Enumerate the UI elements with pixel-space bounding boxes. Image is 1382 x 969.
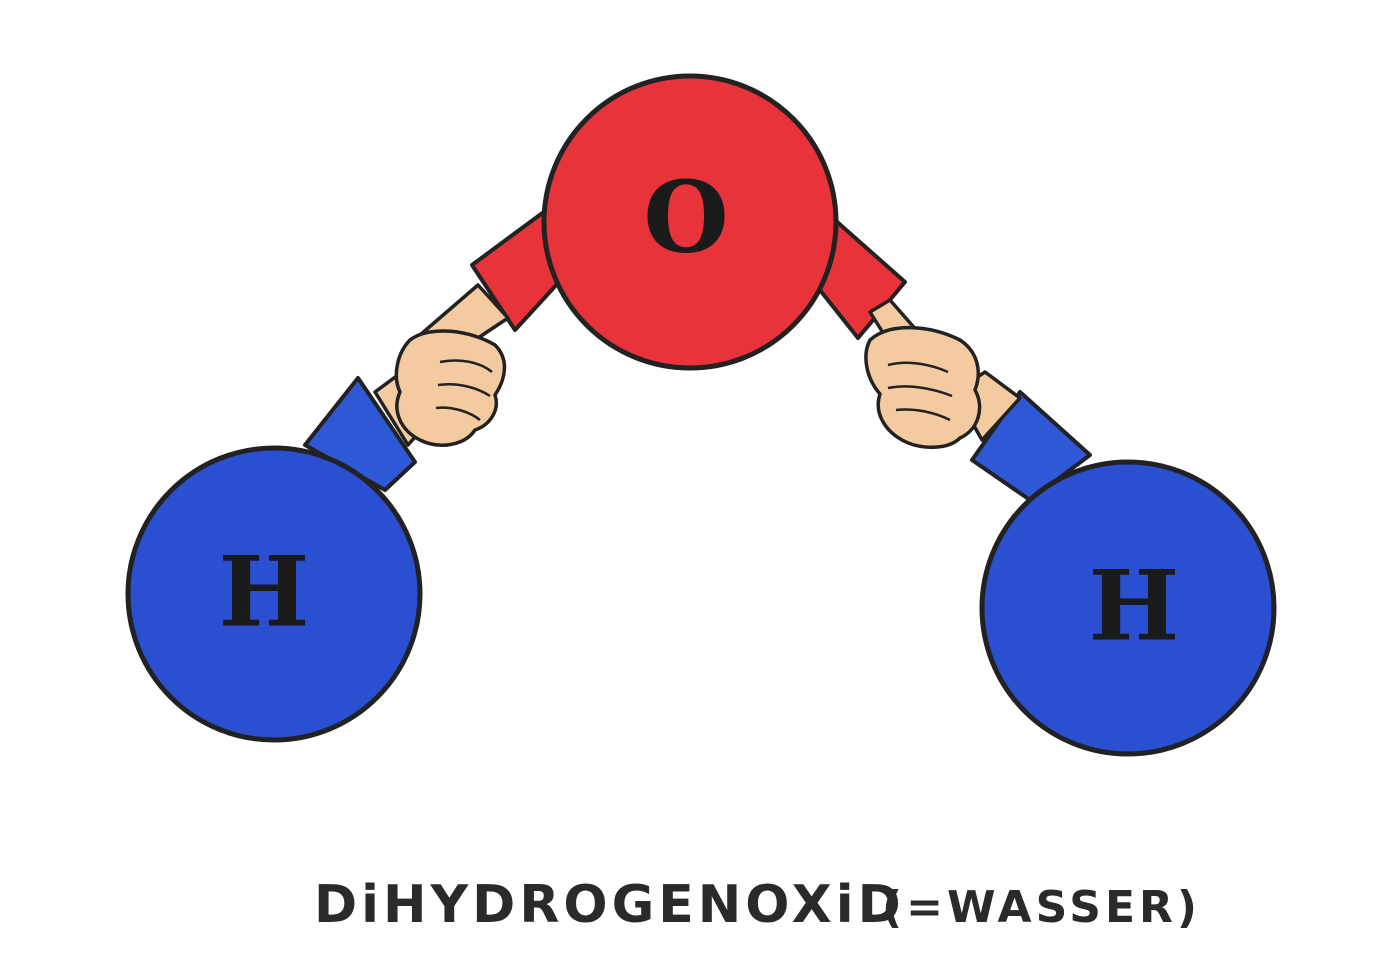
caption-name: DiHYDROGENOXiD bbox=[314, 875, 905, 935]
caption-note: (=WASSER) bbox=[882, 882, 1201, 933]
hydrogen-atom-right: H bbox=[979, 459, 1277, 757]
left-handshake bbox=[394, 329, 507, 447]
hydrogen-right-label: H bbox=[1089, 550, 1180, 663]
hydrogen-right-sphere bbox=[979, 459, 1277, 757]
left-bond bbox=[303, 198, 572, 492]
oxygen-label: O bbox=[643, 161, 728, 276]
oxygen-atom: O bbox=[541, 73, 839, 371]
hydrogen-atom-left: H bbox=[125, 445, 423, 743]
hydrogen-left-label: H bbox=[219, 536, 310, 649]
hydrogen-left-sphere bbox=[125, 445, 423, 743]
caption: DiHYDROGENOXiD (=WASSER) bbox=[314, 875, 1201, 935]
oxygen-sphere bbox=[541, 73, 839, 371]
right-bond bbox=[806, 203, 1092, 502]
